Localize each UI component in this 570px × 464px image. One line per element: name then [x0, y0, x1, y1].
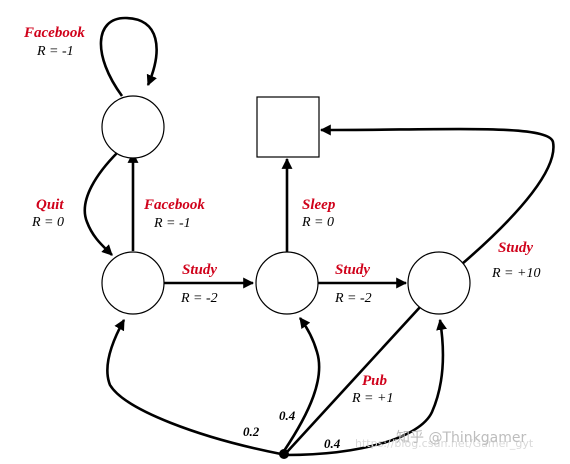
- pub-edge: [286, 305, 422, 453]
- study-2-reward-label: R = -2: [334, 291, 372, 306]
- quit-action-label: Quit: [36, 197, 64, 213]
- quit-edge: [83, 151, 119, 256]
- facebook-up-action-label: Facebook: [143, 197, 205, 213]
- prob-edge-to-class1: [106, 319, 282, 456]
- study-to-sleep-edge: [319, 124, 555, 265]
- study-3-action-label: Study: [498, 240, 533, 256]
- sleep-reward-label: R = 0: [301, 215, 334, 230]
- study-1-reward-label: R = -2: [180, 291, 218, 306]
- quit-reward-label: R = 0: [31, 215, 64, 230]
- csdn-watermark: https://blog.csdn.net/Gamer_gyt: [355, 437, 534, 450]
- probability-label-class2: 0.4: [279, 408, 296, 423]
- pub-action-label: Pub: [362, 373, 388, 389]
- zhihu-watermark: 知乎 @Thinkgamer: [396, 429, 526, 446]
- prob-edge-to-class2: [282, 317, 321, 452]
- study-1-action-label: Study: [182, 262, 217, 278]
- facebook-loop-reward-label: R = -1: [36, 44, 74, 59]
- state-class-3: [407, 251, 471, 315]
- state-facebook: [101, 95, 165, 159]
- chance-node: [279, 449, 289, 459]
- prob-edge-to-class3: [285, 318, 447, 457]
- terminal-state-sleep: [256, 96, 320, 158]
- facebook-up-reward-label: R = -1: [153, 216, 191, 231]
- study-2-action-label: Study: [335, 262, 370, 278]
- facebook-loop-action-label: Facebook: [23, 25, 85, 41]
- study-3-reward-label: R = +10: [491, 266, 540, 281]
- state-class-2: [255, 251, 319, 315]
- facebook-self-loop-edge: [99, 16, 158, 97]
- sleep-action-label: Sleep: [302, 197, 336, 213]
- pub-reward-label: R = +1: [351, 391, 393, 406]
- probability-label-class3: 0.4: [324, 436, 341, 451]
- probability-label-class1: 0.2: [243, 424, 260, 439]
- state-class-1: [101, 251, 165, 315]
